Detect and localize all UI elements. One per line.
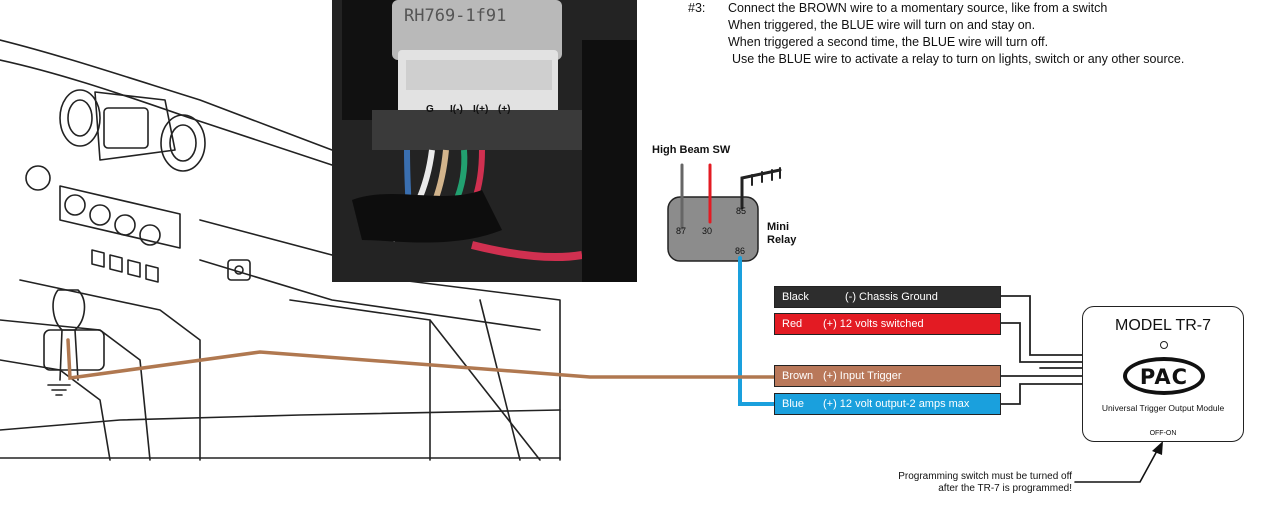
pac-logo: PAC bbox=[1123, 357, 1205, 395]
blue-wire bbox=[738, 256, 776, 406]
note-arrow bbox=[1074, 448, 1159, 483]
led-indicator-icon bbox=[1160, 341, 1168, 349]
step-number: #3: bbox=[688, 1, 706, 15]
instruction-line-1: Connect the BROWN wire to a momentary so… bbox=[728, 1, 1108, 15]
wire-label-black: Black (-) Chassis Ground bbox=[774, 286, 1001, 308]
pac-tr7-module: MODEL TR-7 PAC Universal Trigger Output … bbox=[1082, 306, 1244, 442]
pac-logo-text: PAC bbox=[1139, 365, 1189, 389]
harness-black bbox=[1000, 295, 1083, 356]
relay-name-line-1: Mini bbox=[767, 221, 789, 233]
wire-desc-black: (-) Chassis Ground bbox=[845, 291, 938, 303]
wire-desc-brown: (+) Input Trigger bbox=[823, 370, 902, 382]
brown-wire bbox=[66, 338, 776, 380]
high-beam-switch-label: High Beam SW bbox=[652, 144, 731, 156]
relay-name-line-2: Relay bbox=[767, 234, 797, 246]
connector-part-number: RH769-1f91 bbox=[404, 6, 507, 26]
ground-symbol bbox=[751, 167, 781, 186]
harness-blue bbox=[1000, 383, 1083, 405]
relay-name-label: Mini Relay bbox=[767, 221, 807, 247]
harness-red bbox=[1000, 322, 1083, 363]
wire-label-blue: Blue (+) 12 volt output-2 amps max bbox=[774, 393, 1001, 415]
relay-pin-87: 87 bbox=[676, 226, 687, 236]
wire-desc-blue: (+) 12 volt output-2 amps max bbox=[823, 398, 970, 410]
pin-label-pos-input: I(+) bbox=[473, 104, 489, 115]
wire-label-brown: Brown (+) Input Trigger bbox=[774, 365, 1001, 387]
relay-pin-30: 30 bbox=[702, 226, 713, 236]
note-line-1: Programming switch must be turned off bbox=[898, 471, 1072, 482]
instruction-line-3: When triggered a second time, the BLUE w… bbox=[728, 35, 1049, 49]
programming-switch-label: OFF-ON bbox=[1149, 430, 1177, 437]
ground-wire-85 bbox=[740, 168, 782, 210]
wire-desc-red: (+) 12 volts switched bbox=[823, 318, 924, 330]
module-subtitle: Universal Trigger Output Module bbox=[1101, 403, 1225, 413]
instruction-line-4: Use the BLUE wire to activate a relay to… bbox=[732, 52, 1185, 66]
dashboard-illustration bbox=[0, 39, 561, 461]
mini-relay bbox=[667, 196, 759, 262]
instruction-line-2: When triggered, the BLUE wire will turn … bbox=[728, 18, 1036, 32]
wire-name-red: Red bbox=[782, 318, 803, 330]
wire-name-blue: Blue bbox=[782, 398, 805, 410]
wire-name-black: Black bbox=[782, 291, 809, 303]
connector-photo: RH769-1f91 G I(-) I(+) (+) bbox=[332, 0, 637, 282]
wires bbox=[66, 163, 1159, 483]
wire-name-brown: Brown bbox=[782, 370, 814, 382]
note-arrowhead bbox=[1152, 441, 1163, 455]
relay-pin-85: 85 bbox=[736, 206, 747, 216]
pin-label-power: (+) bbox=[498, 104, 511, 115]
pin-label-neg-input: I(-) bbox=[450, 104, 463, 115]
programming-note: Programming switch must be turned off af… bbox=[860, 471, 1072, 495]
relay-pin-86: 86 bbox=[735, 246, 746, 256]
note-line-2: after the TR-7 is programmed! bbox=[938, 483, 1072, 494]
pin-label-g: G bbox=[426, 104, 434, 115]
module-title: MODEL TR-7 bbox=[1114, 317, 1211, 334]
wire-label-red: Red (+) 12 volts switched bbox=[774, 313, 1001, 335]
